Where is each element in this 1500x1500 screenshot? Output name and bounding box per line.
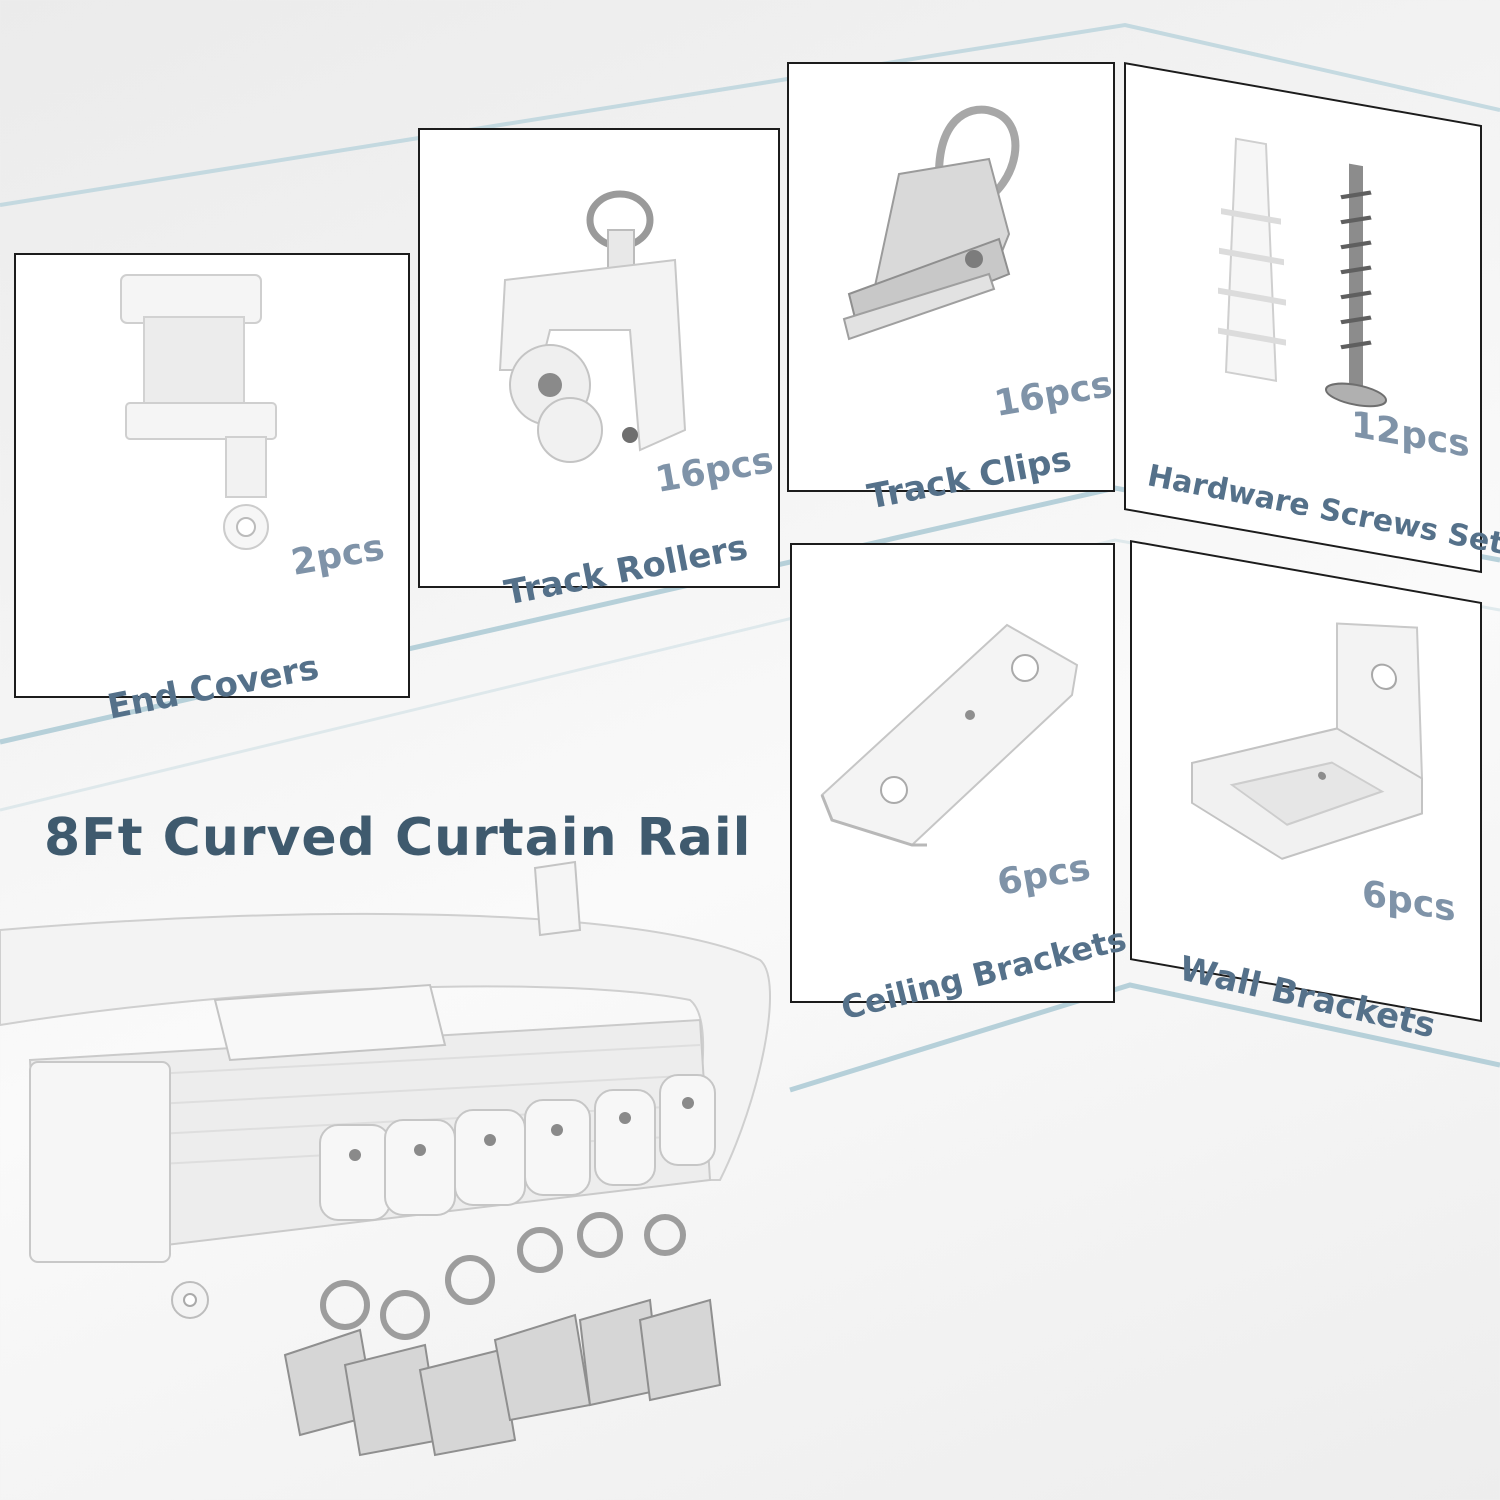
wall-bracket-icon <box>1191 622 1424 860</box>
screws-set-icon <box>1218 137 1387 408</box>
product-title: 8Ft Curved Curtain Rail <box>44 808 752 868</box>
rail-rollers-with-clips <box>283 1074 722 1457</box>
wall-brackets-panel: 6pcs <box>1130 540 1482 1023</box>
end-cover-icon <box>120 274 277 550</box>
track-clips-panel: 16pcs <box>787 62 1115 492</box>
end-covers-panel: 2pcs <box>14 253 410 698</box>
ceiling-bracket-icon <box>820 623 1079 847</box>
track-rollers-panel: 16pcs <box>418 128 780 588</box>
rail-ceiling-bracket <box>213 983 447 1062</box>
rail-end-cover <box>29 1061 171 1263</box>
track-roller-icon <box>498 190 687 463</box>
track-clip-icon <box>842 105 1020 341</box>
ceiling-brackets-panel: 6pcs <box>790 543 1115 1003</box>
hardware-screws-panel: 12pcs <box>1124 62 1482 574</box>
rail-wall-bracket <box>533 860 582 937</box>
